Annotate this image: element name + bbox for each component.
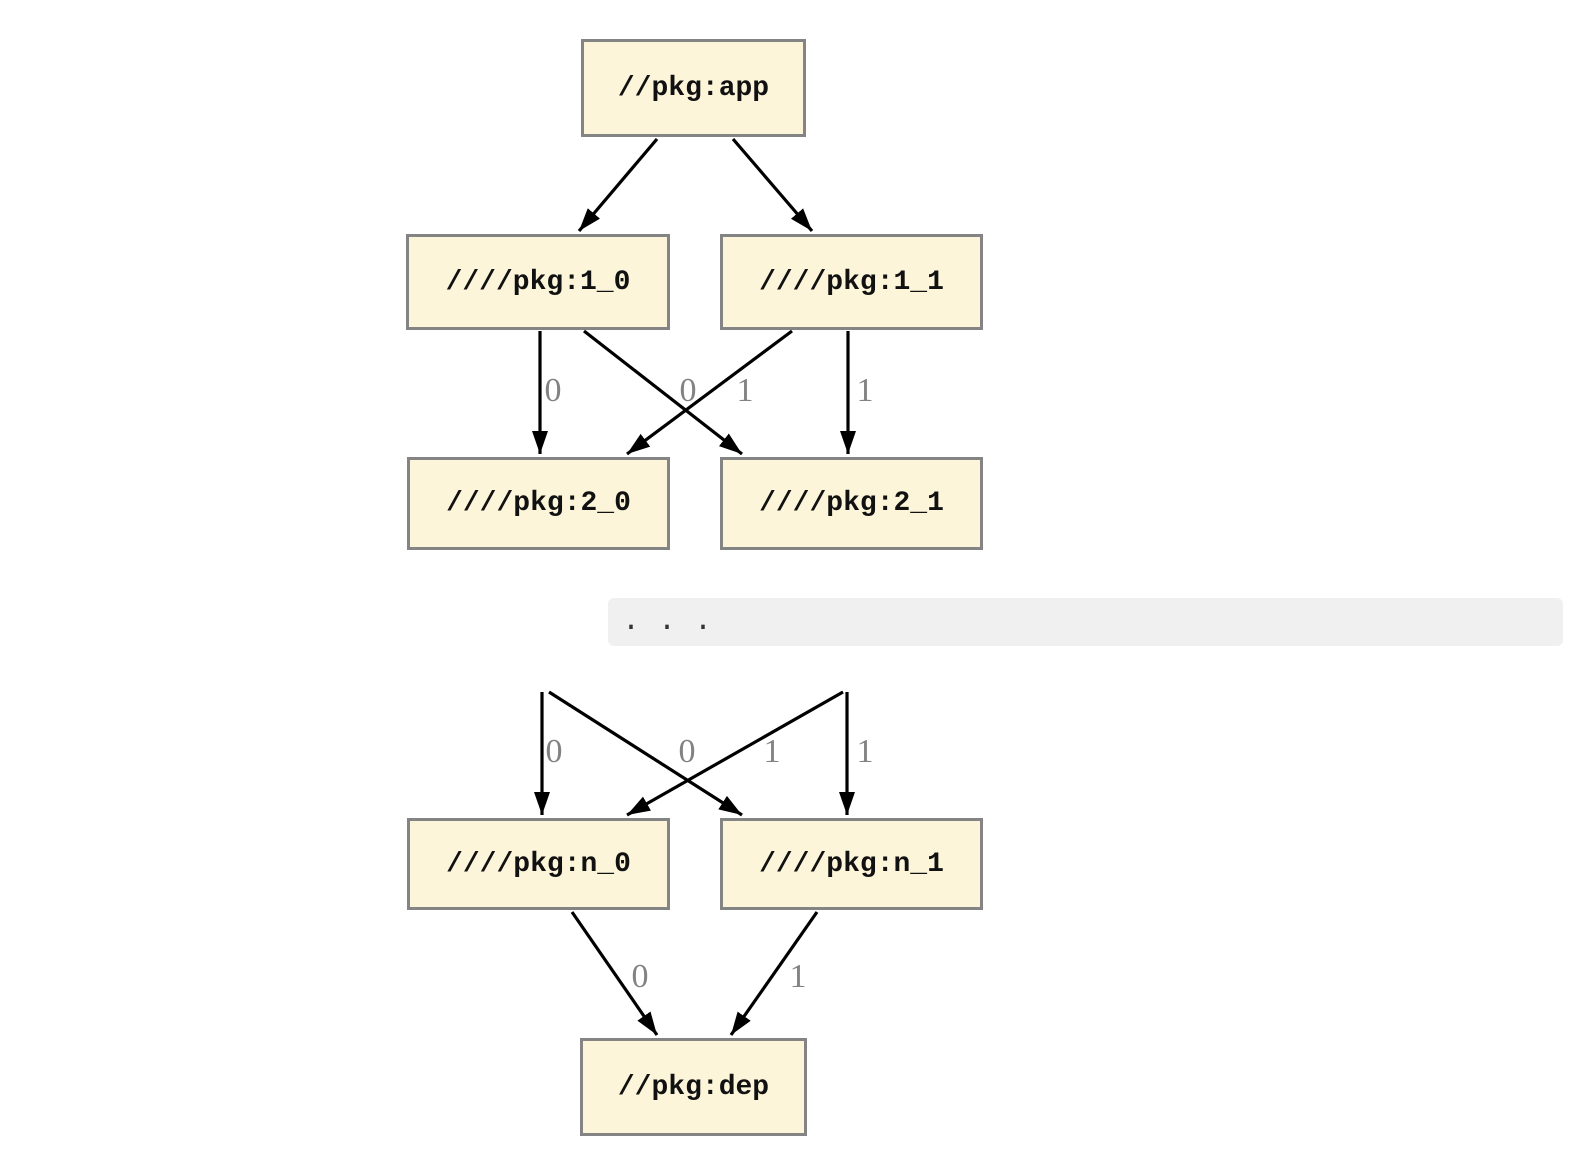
- edge-label: 1: [736, 372, 754, 409]
- edge-label: 0: [631, 958, 649, 995]
- edge-n_1-to-dep: [729, 911, 819, 1036]
- node-pkg-1_0: ////pkg:1_0: [406, 234, 670, 330]
- edge-app-to-1_0: [577, 137, 659, 233]
- edge-n_0-to-dep: [570, 911, 659, 1036]
- edge-app-to-1_1: [731, 137, 814, 233]
- edge-label: 0: [678, 733, 696, 770]
- node-pkg-2_0: ////pkg:2_0: [407, 457, 670, 550]
- edge-label: 1: [763, 733, 781, 770]
- node-pkg-app: //pkg:app: [581, 39, 806, 137]
- edge-label: 0: [544, 372, 562, 409]
- node-pkg-dep: //pkg:dep: [580, 1038, 807, 1136]
- node-pkg-1_1: ////pkg:1_1: [720, 234, 983, 330]
- edge-cont-to-n_1-cross: [548, 690, 743, 817]
- edge-label: 0: [545, 733, 563, 770]
- edge-cont-to-n_0-cross: [626, 690, 844, 817]
- edge-1_0-to-2_1: [583, 329, 743, 456]
- node-pkg-n_0: ////pkg:n_0: [407, 818, 670, 910]
- edge-1_1-to-2_0: [626, 329, 793, 456]
- continuation-ellipsis-band: . . .: [608, 598, 1563, 646]
- edge-label: 1: [856, 733, 874, 770]
- edge-label: 1: [789, 958, 807, 995]
- edge-label: 1: [856, 372, 874, 409]
- edge-label: 0: [679, 372, 697, 409]
- node-pkg-n_1: ////pkg:n_1: [720, 818, 983, 910]
- node-pkg-2_1: ////pkg:2_1: [720, 457, 983, 550]
